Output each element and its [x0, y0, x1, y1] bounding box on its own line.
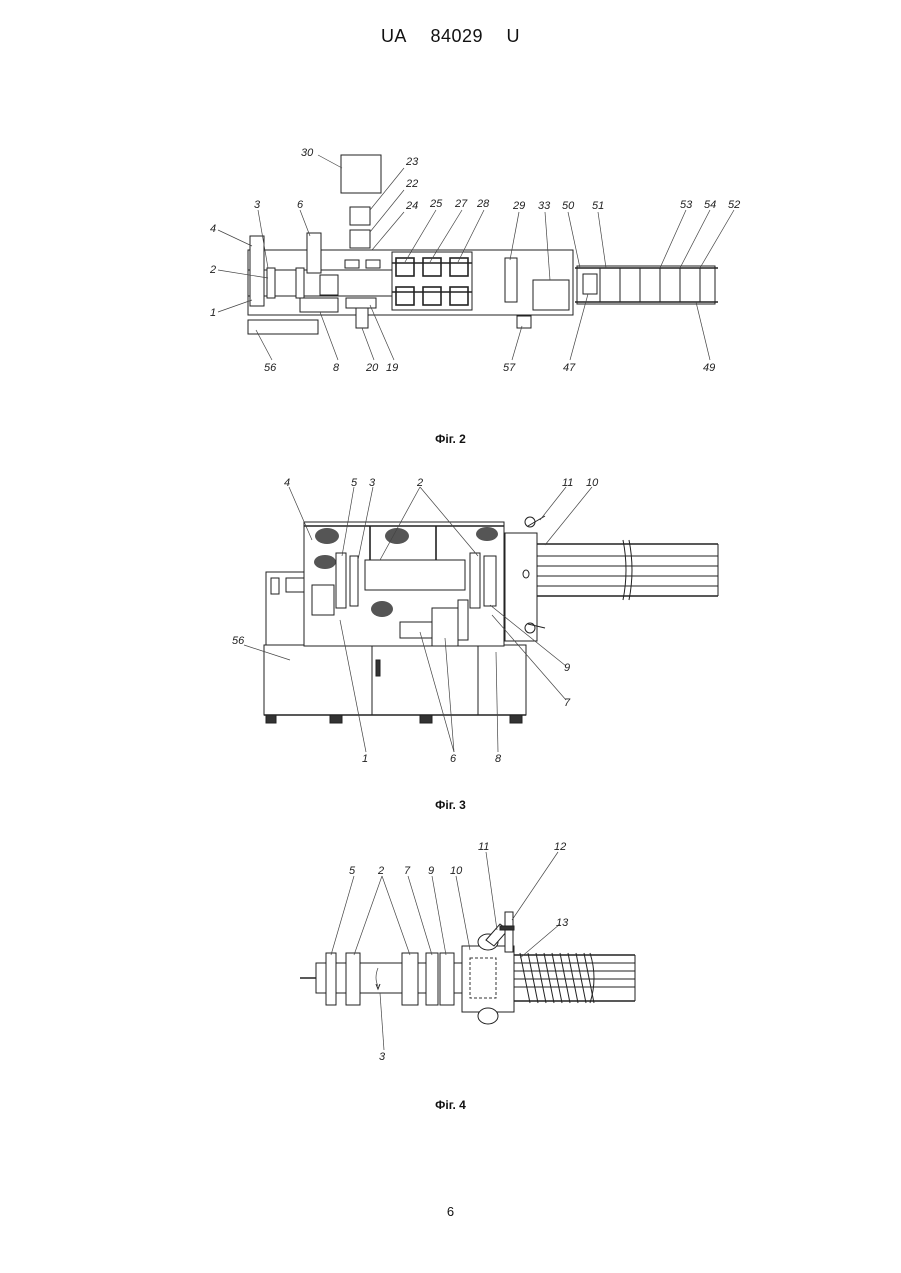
- fig2-label: 27: [454, 198, 468, 210]
- fig2-label: 23: [405, 156, 419, 168]
- fig3-label: 11: [562, 477, 573, 489]
- fig4-bundle-13: [514, 953, 635, 1003]
- fig4-label: 11: [478, 841, 489, 853]
- fig2-label: 28: [476, 198, 490, 210]
- fig4-part-12: [505, 912, 513, 952]
- fig2-label: 2: [209, 264, 216, 276]
- fig2-label: 30: [301, 147, 314, 159]
- fig4-label: 2: [377, 865, 384, 877]
- fig2-label: 50: [562, 200, 575, 212]
- fig4-part-5: [326, 953, 336, 1005]
- fig4-part-2a: [346, 953, 360, 1005]
- fig4-label: 12: [554, 841, 566, 853]
- fig3-label: 1: [362, 753, 368, 765]
- fig4-part-7: [426, 953, 438, 1005]
- fig2-part-57: [517, 316, 531, 328]
- fig2-part-29: [505, 258, 517, 302]
- fig2-part-6: [307, 233, 321, 273]
- fig2-label: 54: [704, 199, 716, 211]
- fig2-label: 4: [210, 223, 216, 235]
- fig2-part-8: [300, 298, 338, 312]
- fig2-part-47: [583, 274, 597, 294]
- fig4-label: 3: [379, 1051, 386, 1063]
- fig3-bundle: [537, 540, 718, 600]
- fig3-label: 3: [369, 477, 376, 489]
- fig2-label: 6: [297, 199, 304, 211]
- fig2-label: 33: [538, 200, 551, 212]
- fig2-label: 57: [503, 362, 516, 374]
- fig3-label: 56: [232, 635, 245, 647]
- fig2-box-22: [350, 230, 370, 248]
- fig3-label: 9: [564, 662, 570, 674]
- fig2-reel-block: [392, 252, 472, 310]
- fig4-label: 9: [428, 865, 434, 877]
- fig2-label: 52: [728, 199, 740, 211]
- fig2-label: 53: [680, 199, 693, 211]
- fig4-label: 5: [349, 865, 356, 877]
- fig2-label: 20: [365, 362, 379, 374]
- page-number: 6: [0, 1204, 901, 1219]
- fig2-label: 29: [512, 200, 525, 212]
- fig2-box-30: [341, 155, 381, 193]
- fig2-part-4: [250, 236, 264, 306]
- fig4-part-9: [440, 953, 454, 1005]
- fig3-label: 4: [284, 477, 290, 489]
- fig3-label: 10: [586, 477, 599, 489]
- fig3-label: 6: [450, 753, 457, 765]
- fig2-part-33: [533, 280, 569, 310]
- fig2-box-23: [350, 207, 370, 225]
- figure-3-drawing: 4 5 3 2 11 10 56 1 6 8 7 9: [0, 470, 901, 790]
- fig2-label: 3: [254, 199, 261, 211]
- fig2-label: 47: [563, 362, 576, 374]
- fig2-label: 56: [264, 362, 277, 374]
- fig3-drum-3: [365, 560, 465, 590]
- figure-3-caption: Фіг. 3: [0, 798, 901, 812]
- fig2-label: 24: [405, 200, 418, 212]
- fig3-part-9: [484, 556, 496, 606]
- fig4-label: 7: [404, 865, 411, 877]
- fig2-label: 1: [210, 307, 216, 319]
- fig4-shaft-3: [360, 963, 402, 993]
- fig3-label: 5: [351, 477, 358, 489]
- fig2-part-56: [248, 320, 318, 334]
- fig2-label: 51: [592, 200, 604, 212]
- fig2-conveyor: [577, 266, 715, 304]
- figure-2-drawing: 30 23 22 24 25 27 28 29 33 50 51 53 54 5…: [0, 0, 901, 410]
- fig2-label: 49: [703, 362, 715, 374]
- fig4-label: 10: [450, 865, 463, 877]
- fig3-label: 8: [495, 753, 502, 765]
- fig2-label: 22: [405, 178, 418, 190]
- figure-4-caption: Фіг. 4: [0, 1098, 901, 1112]
- fig2-label: 19: [386, 362, 398, 374]
- fig2-label: 25: [429, 198, 443, 210]
- fig3-label: 2: [416, 477, 423, 489]
- fig3-label: 7: [564, 697, 571, 709]
- fig2-part-19: [356, 308, 368, 328]
- fig4-label: 13: [556, 917, 569, 929]
- figure-2-caption: Фіг. 2: [0, 432, 901, 446]
- fig3-base-56: [264, 645, 526, 715]
- figure-4-drawing: 11 12 5 2 7 9 10 13 3: [0, 830, 901, 1100]
- fig2-label: 8: [333, 362, 340, 374]
- fig4-part-2b: [402, 953, 418, 1005]
